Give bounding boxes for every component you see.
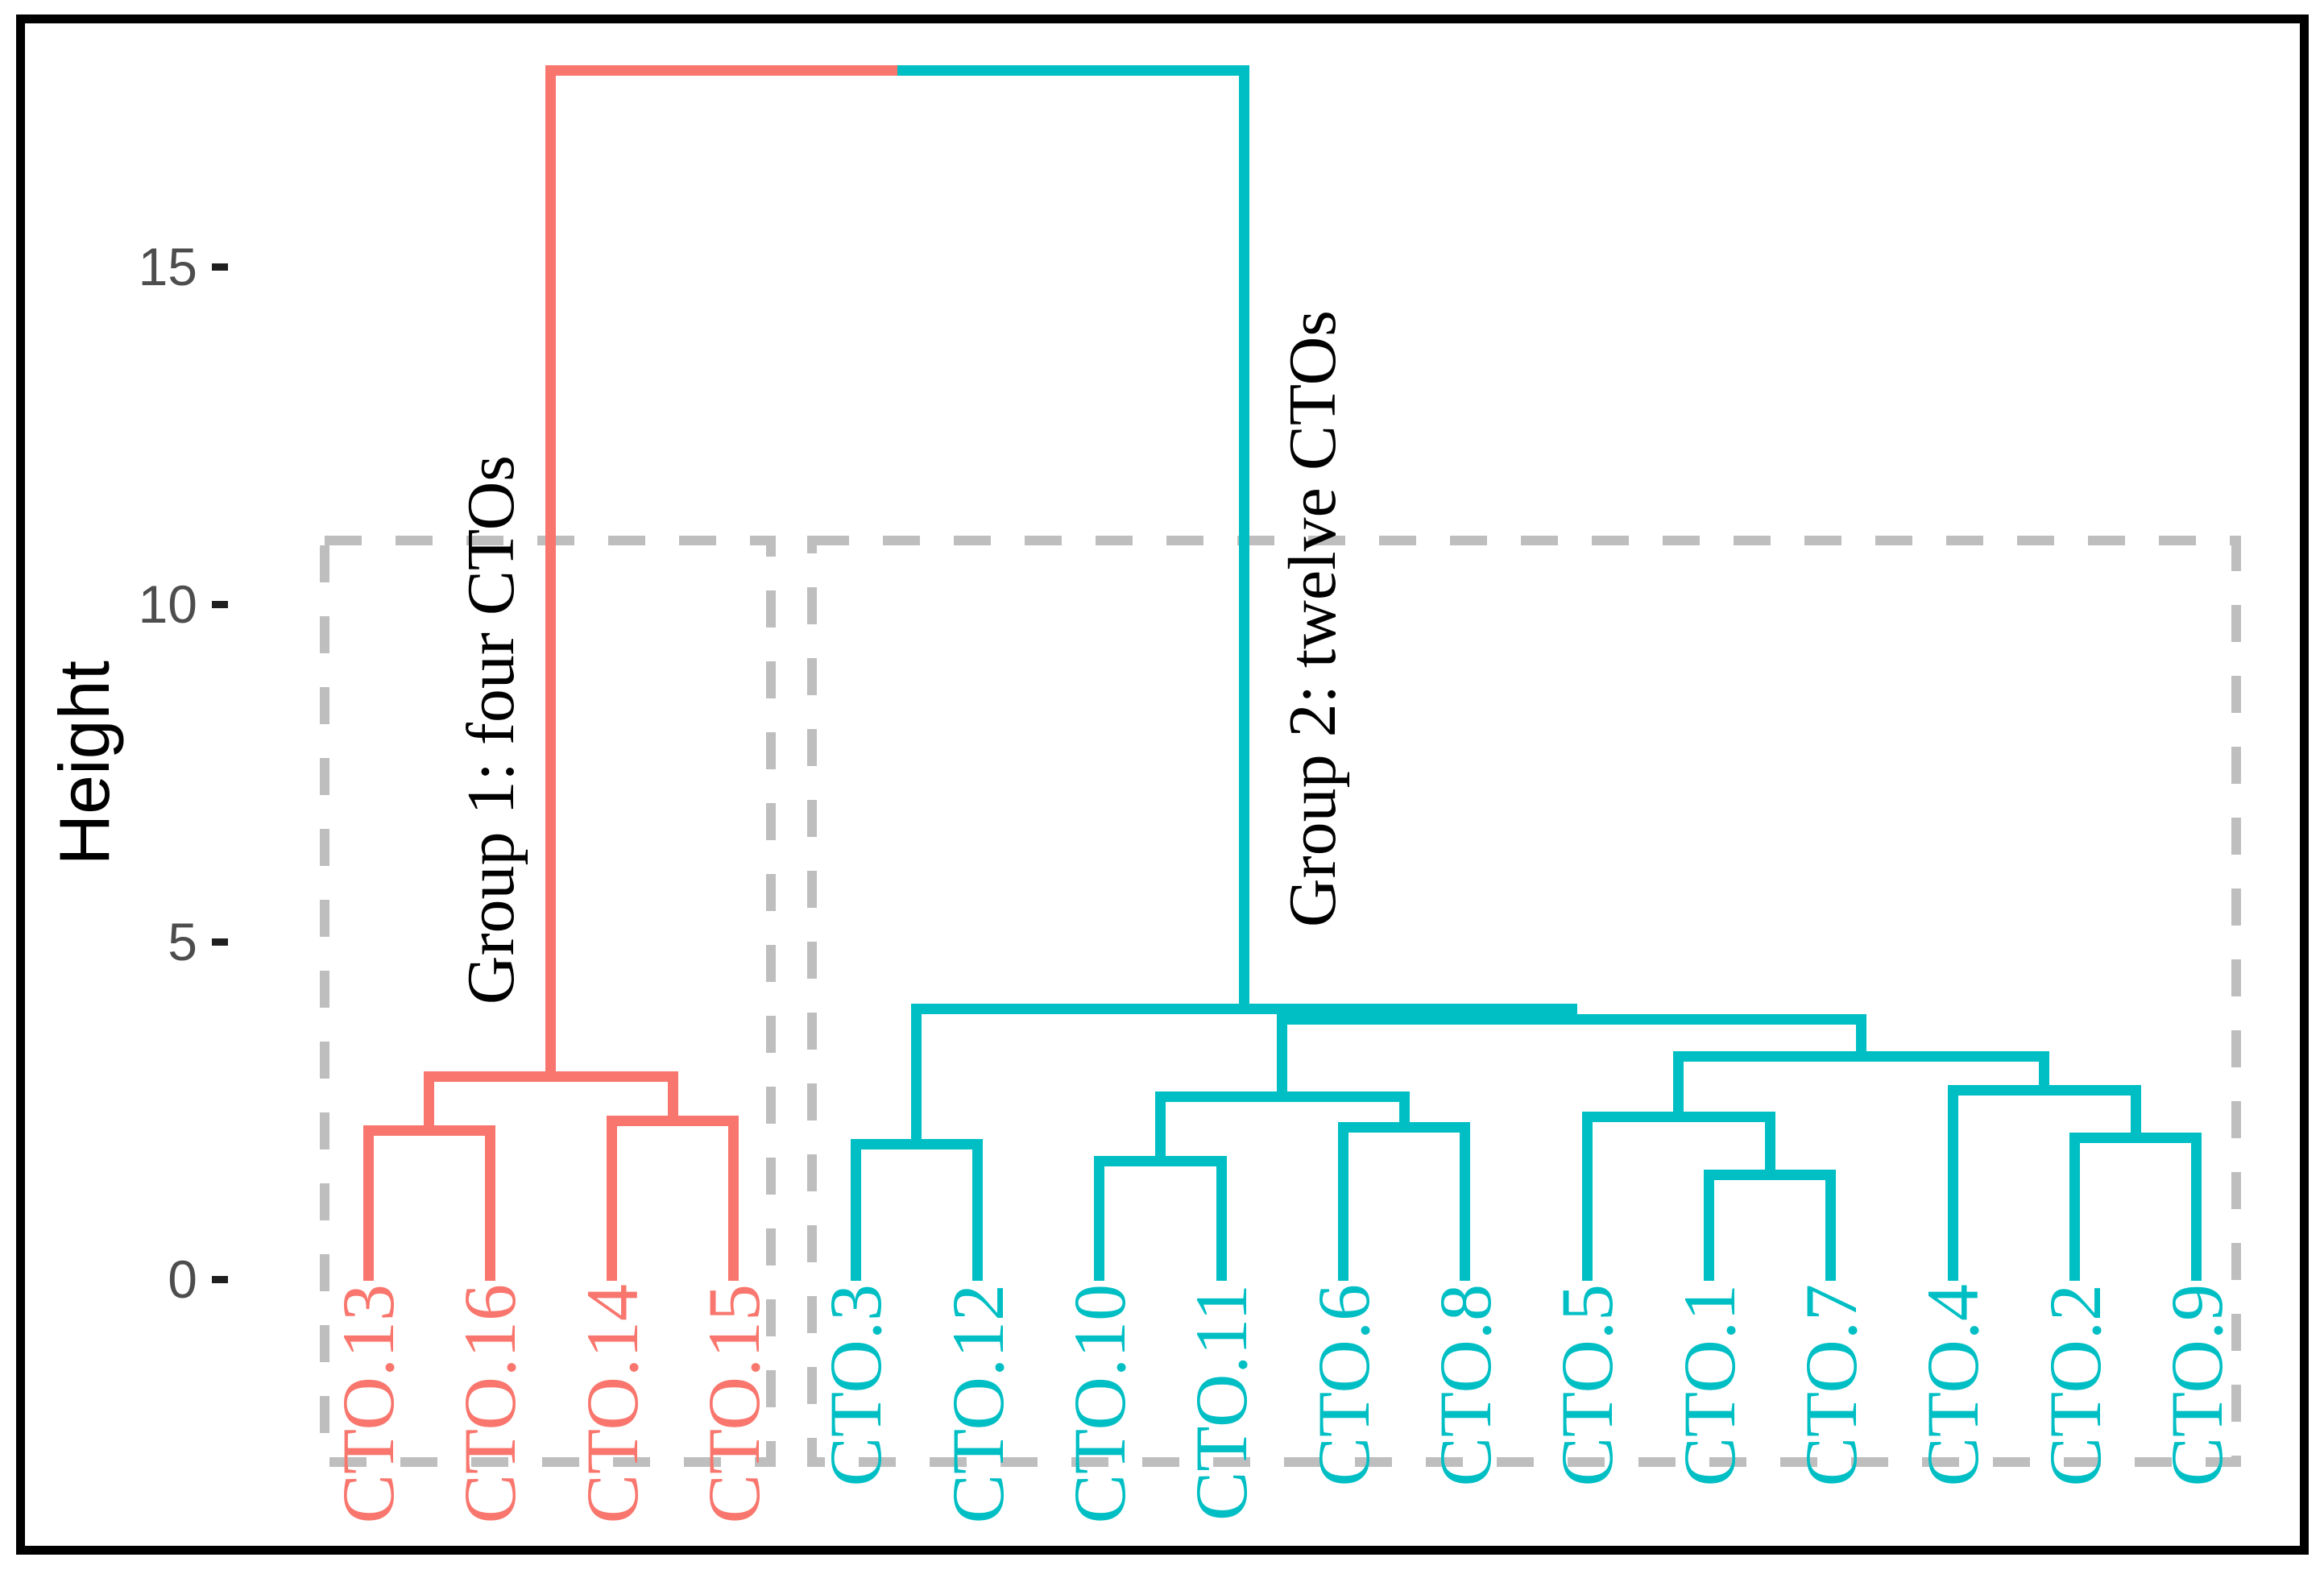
dendrogram-branch <box>362 1125 374 1281</box>
leaf-label-cto-14-text: CTO.14 <box>570 1284 653 1524</box>
y-axis-tick-label: 0 <box>168 1249 197 1309</box>
dendrogram-branch <box>607 1115 618 1281</box>
plot-border <box>16 14 2309 1555</box>
dendrogram-branch <box>545 65 557 1079</box>
y-axis-tick <box>212 600 228 608</box>
dendrogram-branch <box>1239 65 1250 1011</box>
dendrogram-branch <box>728 1115 739 1281</box>
leaf-label-cto-7-text: CTO.7 <box>1789 1284 1872 1487</box>
leaf-label-cto-1-text: CTO.1 <box>1667 1284 1750 1487</box>
dendrogram-branch <box>1673 1050 1684 1119</box>
group-2-label-text: Group 2: twelve CTOs <box>1275 310 1350 928</box>
dendrogram-branch <box>2130 1084 2141 1140</box>
dendrogram-branch <box>1460 1121 1471 1281</box>
dendrogram-branch <box>1094 1155 1105 1281</box>
y-axis-tick-label: 10 <box>138 574 197 634</box>
y-axis-tick-label: 5 <box>168 912 197 971</box>
y-axis-tick <box>212 938 228 946</box>
leaf-label-cto-16-text: CTO.16 <box>449 1284 532 1524</box>
dendrogram-branch <box>1581 1112 1593 1281</box>
leaf-label-cto-10-text: CTO.10 <box>1058 1284 1141 1524</box>
dendrogram-branch <box>1277 1013 1288 1099</box>
y-axis-tick <box>212 263 228 271</box>
dendrogram-branch <box>972 1138 984 1281</box>
dendrogram-branch <box>484 1125 495 1281</box>
dendrogram-branch <box>1704 1169 1715 1281</box>
dendrogram-branch <box>1338 1121 1349 1281</box>
leaf-label-cto-8-text: CTO.8 <box>1423 1284 1506 1487</box>
dendrogram-branch <box>667 1071 678 1123</box>
dendrogram-branch <box>1155 1091 1166 1163</box>
leaf-label-cto-15-text: CTO.15 <box>692 1284 775 1524</box>
leaf-label-cto-9-text: CTO.9 <box>2155 1284 2238 1487</box>
dendrogram-branch <box>2069 1132 2081 1281</box>
group-2-box <box>807 536 2241 1467</box>
y-axis-tick <box>212 1275 228 1283</box>
dendrogram-branch <box>1216 1155 1227 1281</box>
dendrogram-root-bar-right <box>897 65 1250 77</box>
dendrogram-branch <box>850 1138 861 1281</box>
leaf-label-cto-6-text: CTO.6 <box>1302 1284 1385 1487</box>
leaf-label-cto-11-text: CTO.11 <box>1180 1284 1263 1521</box>
dendrogram-root-bar-left <box>545 65 898 77</box>
y-axis-tick-label: 15 <box>138 237 197 296</box>
y-axis-title-text: Height <box>44 661 124 866</box>
dendrogram-branch <box>1947 1084 1958 1281</box>
leaf-label-cto-4-text: CTO.4 <box>1912 1284 1995 1487</box>
dendrogram-branch <box>1764 1112 1775 1177</box>
dendrogram-branch <box>2191 1132 2202 1281</box>
dendrogram-branch <box>424 1071 435 1133</box>
dendrogram-branch <box>1825 1169 1837 1281</box>
leaf-label-cto-12-text: CTO.12 <box>936 1284 1019 1524</box>
dendrogram-branch <box>1856 1013 1867 1058</box>
leaf-label-cto-3-text: CTO.3 <box>814 1284 897 1487</box>
group-1-label-text: Group 1: four CTOs <box>454 455 528 1005</box>
leaf-label-cto-2-text: CTO.2 <box>2033 1284 2116 1487</box>
leaf-label-cto-13-text: CTO.13 <box>327 1284 409 1524</box>
leaf-label-cto-5-text: CTO.5 <box>1546 1284 1629 1487</box>
dendrogram-branch <box>911 1004 922 1146</box>
